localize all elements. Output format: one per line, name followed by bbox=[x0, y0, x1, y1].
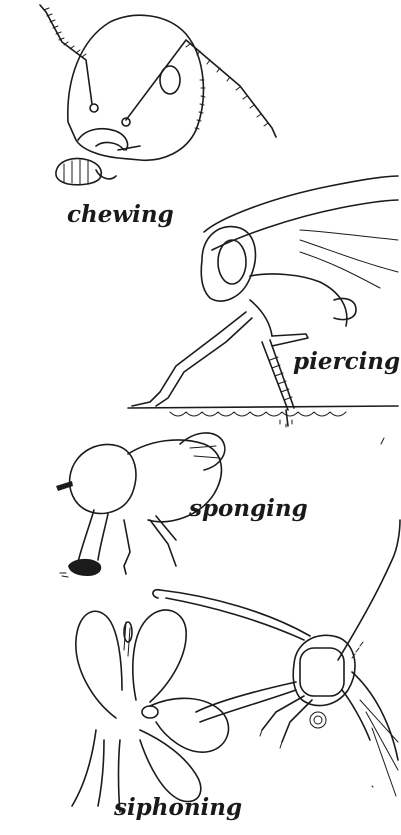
label-sponging: sponging bbox=[189, 497, 308, 520]
chewing-ant-head-illustration bbox=[40, 5, 276, 185]
siphoning-butterfly-flower-illustration bbox=[72, 520, 400, 812]
label-siphoning: siphoning bbox=[114, 796, 242, 819]
label-piercing: piercing bbox=[293, 350, 400, 373]
label-chewing: chewing bbox=[67, 203, 174, 226]
